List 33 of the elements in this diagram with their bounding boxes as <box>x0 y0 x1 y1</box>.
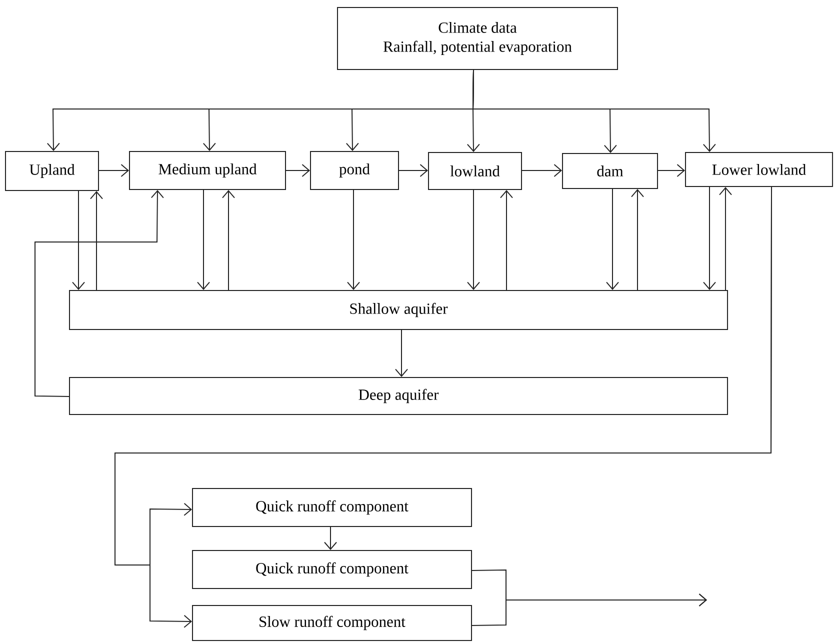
arrow <box>347 190 360 290</box>
arrow <box>719 187 732 290</box>
arrow <box>472 70 716 152</box>
process-box: dam <box>562 153 658 189</box>
arrow <box>522 164 562 177</box>
process-box: Upland <box>5 151 99 191</box>
arrow <box>631 189 644 290</box>
arrow <box>658 164 686 177</box>
arrow <box>472 594 708 626</box>
arrow <box>34 190 164 397</box>
arrow <box>286 164 310 177</box>
runoff-box: Quick runoff component <box>192 550 472 589</box>
arrow <box>703 186 716 290</box>
arrow <box>222 190 235 290</box>
process-box: Medium upland <box>129 151 286 190</box>
process-box: Lower lowland <box>685 152 834 187</box>
arrow <box>606 188 619 290</box>
input-box: Climate data Rainfall, potential evaporation <box>337 7 618 70</box>
arrow <box>98 164 129 177</box>
arrow <box>395 330 408 377</box>
arrow <box>467 190 480 290</box>
process-box: pond <box>310 151 399 190</box>
arrow <box>500 190 513 290</box>
arrow <box>90 191 103 290</box>
arrow <box>398 164 428 177</box>
runoff-box: Quick runoff component <box>192 488 472 527</box>
runoff-box: Slow runoff component <box>192 605 472 641</box>
aquifer-box: Shallow aquifer <box>69 290 728 330</box>
aquifer-box: Deep aquifer <box>69 377 728 415</box>
arrow <box>324 526 337 550</box>
arrow <box>197 190 210 290</box>
process-box: lowland <box>428 152 522 190</box>
arrow <box>72 190 85 290</box>
